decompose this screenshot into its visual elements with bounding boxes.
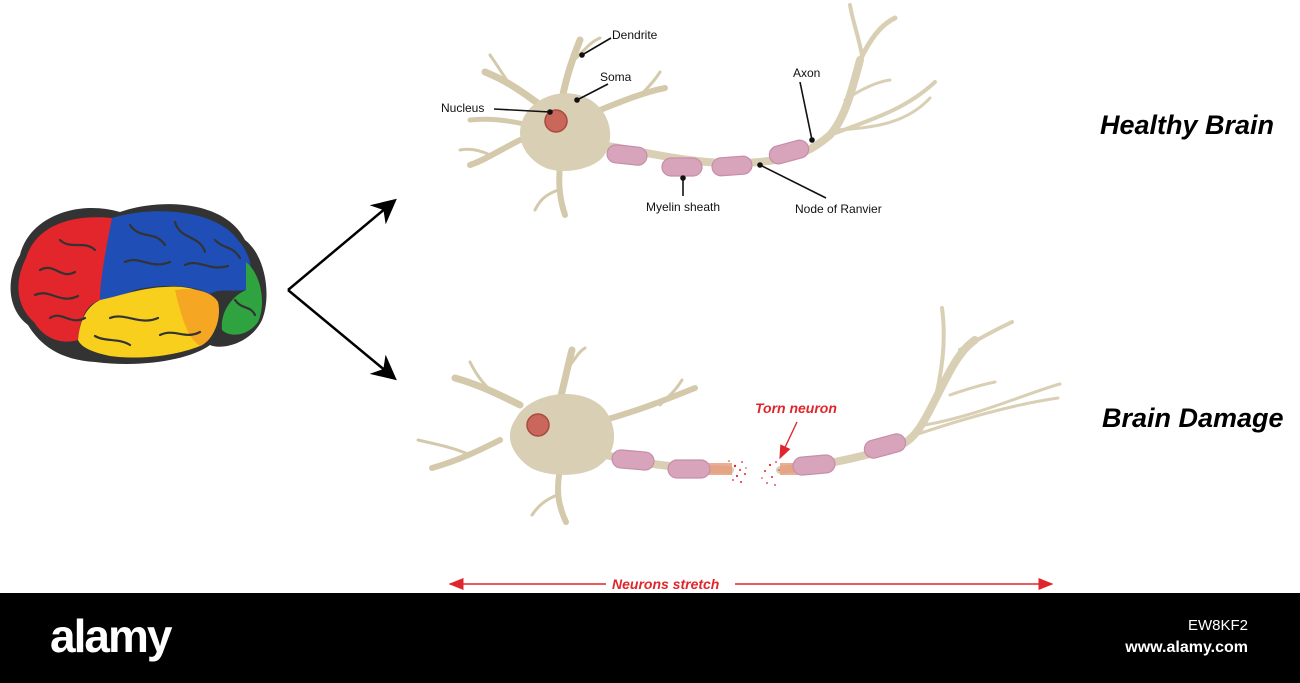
axon-label: Axon — [793, 66, 820, 80]
torn-neuron-label: Torn neuron — [755, 400, 837, 416]
alamy-logo: alamy — [50, 610, 172, 662]
watermark-footer: alamy EW8KF2 www.alamy.com — [0, 593, 1300, 683]
branch-arrows — [287, 198, 397, 381]
brain-parietal-lobe — [100, 211, 252, 300]
brain-occipital-lobe — [221, 262, 262, 335]
torn-callout-arrow — [779, 421, 798, 460]
damaged-myelin-segments — [611, 433, 907, 479]
neurons-stretch-label: Neurons stretch — [612, 576, 719, 592]
damaged-neuron — [416, 306, 1062, 525]
healthy-nucleus — [544, 109, 568, 133]
healthy-soma — [520, 93, 611, 172]
soma-label: Soma — [600, 70, 632, 84]
healthy-neuron — [458, 3, 937, 218]
brain-frontal-lobe — [18, 217, 112, 342]
damaged-nucleus — [526, 413, 550, 437]
node-of-ranvier-label: Node of Ranvier — [795, 202, 882, 216]
healthy-brain-title: Healthy Brain — [1100, 110, 1274, 140]
tear-particles — [728, 460, 780, 486]
brain-illustration — [10, 204, 267, 365]
healthy-myelin-segments — [606, 139, 810, 177]
image-id: EW8KF2 — [1187, 617, 1248, 634]
dendrite-label: Dendrite — [612, 28, 658, 42]
arrow-to-healthy — [287, 198, 397, 291]
damaged-soma — [509, 393, 615, 475]
healthy-callouts — [493, 37, 827, 199]
brain-damage-title: Brain Damage — [1102, 403, 1284, 433]
site-url: www.alamy.com — [1125, 639, 1248, 656]
nucleus-label: Nucleus — [441, 101, 484, 115]
arrow-to-damage — [287, 289, 397, 381]
myelin-sheath-label: Myelin sheath — [646, 200, 720, 214]
